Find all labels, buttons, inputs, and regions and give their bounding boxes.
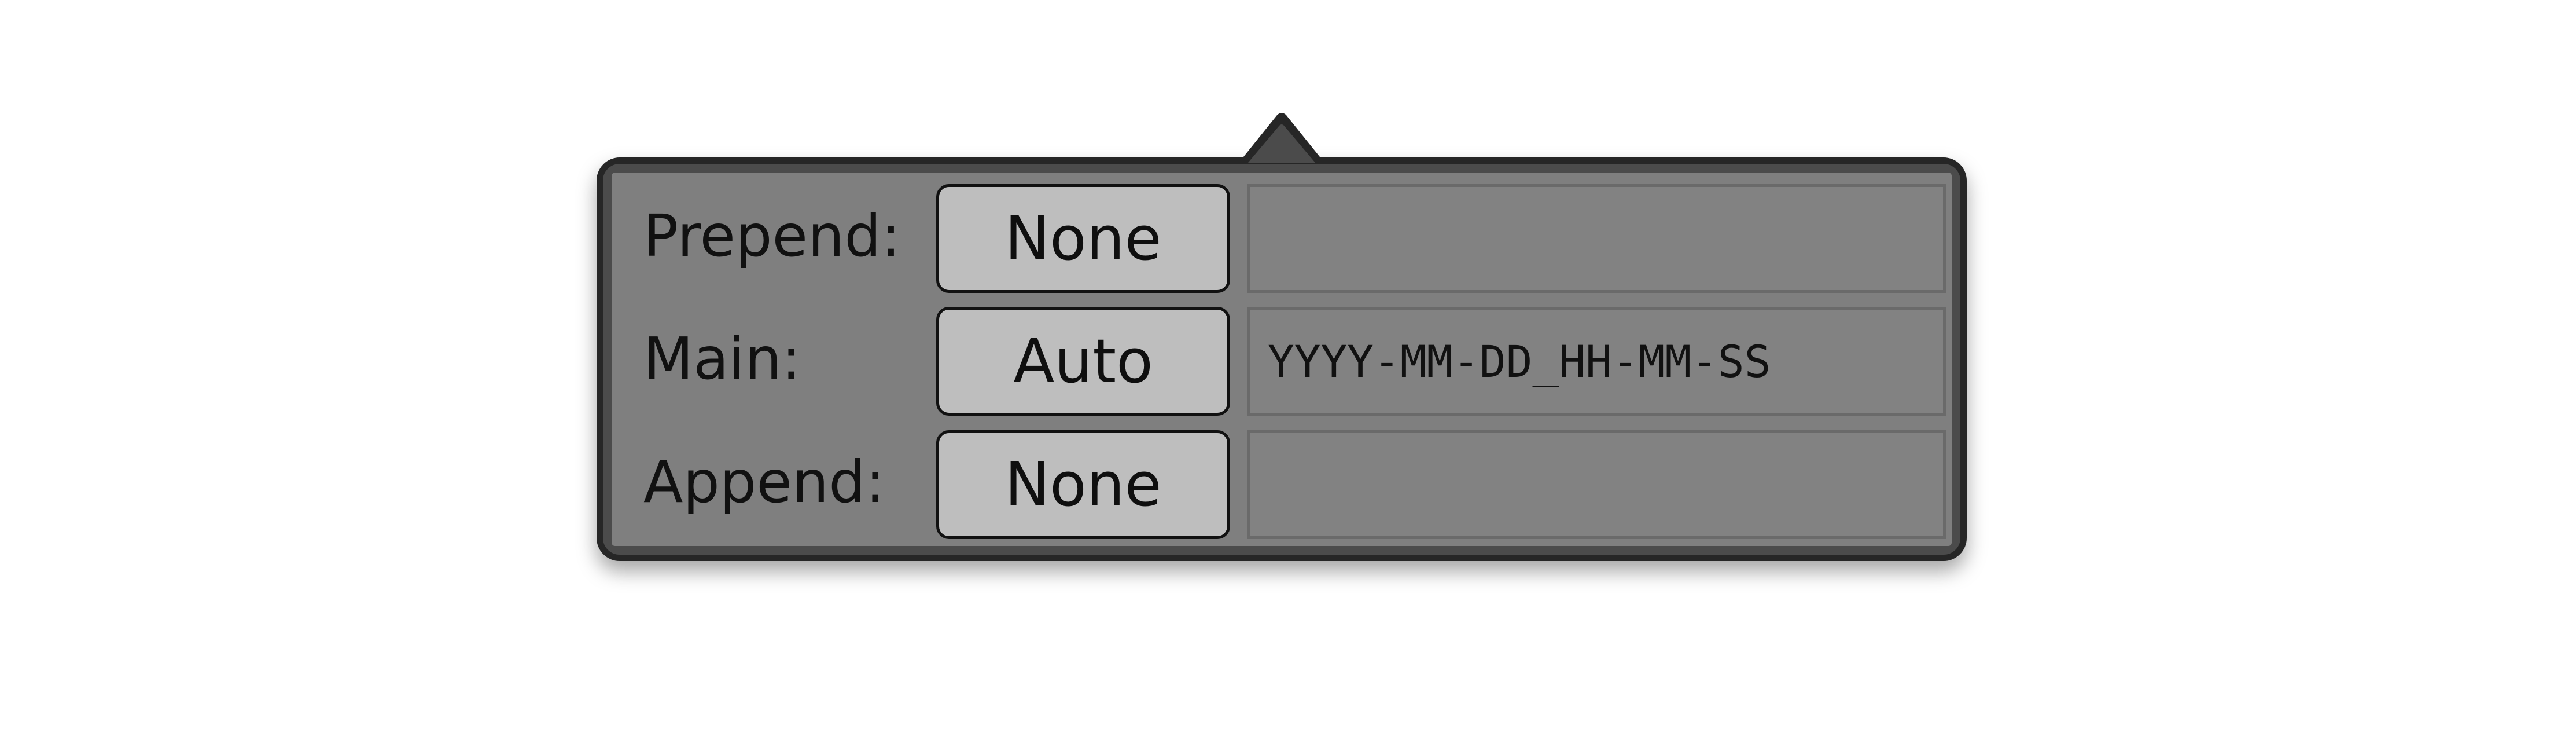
prepend-mode-button[interactable]: None: [936, 184, 1230, 293]
popover-arrow: [1239, 109, 1324, 163]
main-row: Main: Auto: [612, 302, 1952, 416]
main-mode-button[interactable]: Auto: [936, 307, 1230, 416]
prepend-label: Prepend:: [643, 202, 901, 270]
prepend-format-field[interactable]: [1247, 184, 1946, 293]
main-format-field[interactable]: [1247, 307, 1946, 416]
append-label: Append:: [643, 448, 885, 516]
popover-content: Prepend: None Main: Auto Append: None: [612, 173, 1952, 546]
prepend-row: Prepend: None: [612, 179, 1952, 293]
filename-format-popover: Prepend: None Main: Auto Append: None: [597, 157, 1967, 561]
append-mode-button[interactable]: None: [936, 430, 1230, 539]
append-format-field[interactable]: [1247, 430, 1946, 539]
main-label: Main:: [643, 325, 801, 393]
append-row: Append: None: [612, 426, 1952, 539]
